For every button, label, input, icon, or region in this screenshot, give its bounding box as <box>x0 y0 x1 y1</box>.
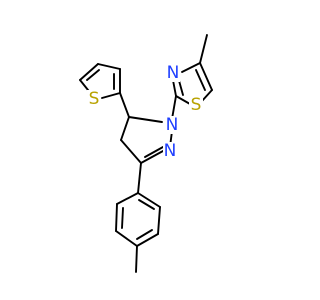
bond <box>121 207 124 229</box>
atom-label: N <box>167 63 180 83</box>
bond <box>135 245 138 273</box>
molecule-canvas: N S N N S <box>79 34 213 273</box>
bond <box>171 95 177 120</box>
bond <box>136 229 153 240</box>
atom-n2-pyrazoline: N <box>163 141 177 161</box>
bond-layer <box>79 34 213 273</box>
atom-n-thiazole: N <box>166 63 180 83</box>
bond <box>128 116 163 123</box>
bond <box>195 69 206 91</box>
atom-label: S <box>191 95 202 115</box>
bond <box>138 199 155 210</box>
atom-label: N <box>166 115 179 135</box>
bond <box>199 34 208 64</box>
bond <box>144 146 164 158</box>
atom-label: N <box>164 141 177 161</box>
atom-label: S <box>89 89 100 109</box>
bond <box>120 116 130 141</box>
bond <box>86 69 100 81</box>
bond <box>199 62 213 91</box>
atom-label-layer: N S N N S <box>87 63 203 161</box>
bond <box>201 89 213 102</box>
bond <box>157 206 161 235</box>
bond <box>116 192 139 205</box>
bond <box>97 63 121 70</box>
bond <box>181 62 201 73</box>
bond <box>79 63 99 81</box>
structure-diagram: N S N N S <box>79 34 213 273</box>
bond <box>136 233 159 247</box>
bond <box>120 139 142 164</box>
bond <box>119 92 130 118</box>
bond <box>137 162 142 194</box>
atom-n1-pyrazoline: N <box>165 115 179 135</box>
bond <box>140 150 164 164</box>
atom-s-thiazole: S <box>189 95 203 115</box>
bond <box>101 92 121 99</box>
atom-s-thiophene: S <box>87 89 101 109</box>
bond <box>115 230 138 247</box>
bond <box>115 203 118 232</box>
bond <box>137 192 161 208</box>
bond <box>175 95 191 105</box>
